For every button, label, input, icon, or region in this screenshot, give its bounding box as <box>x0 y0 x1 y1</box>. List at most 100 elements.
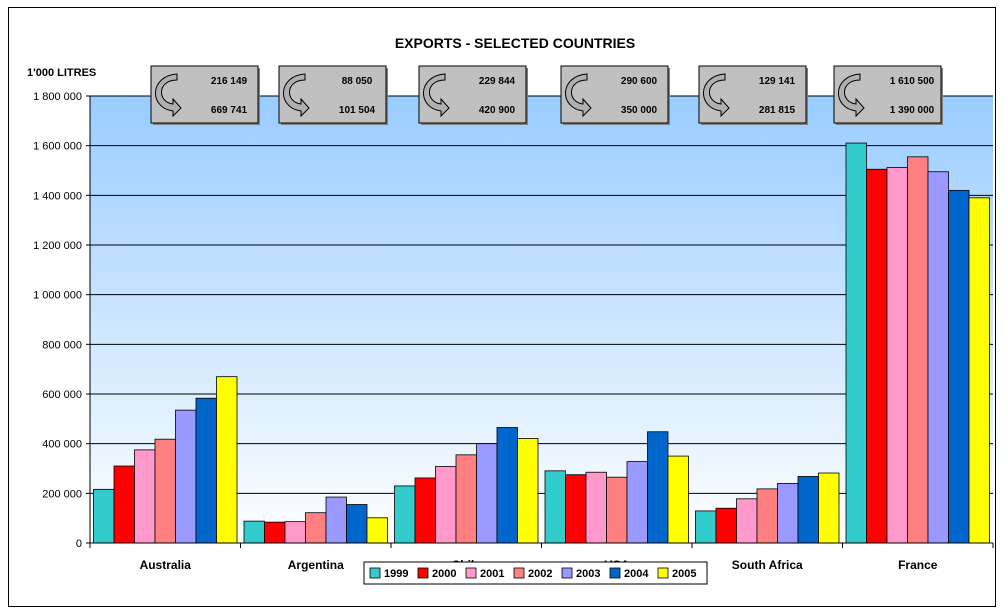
bar-argentina-2003 <box>325 496 347 544</box>
legend-label-2001: 2001 <box>480 568 504 580</box>
annotation-box-usa: 290 600 350 000 <box>560 65 670 125</box>
legend-swatch-2005 <box>657 567 669 579</box>
bar-australia-1999 <box>93 488 115 544</box>
y-tick-label: 1 000 000 <box>33 290 82 302</box>
bar-france-2001 <box>886 167 908 544</box>
curved-arrow-icon <box>838 73 865 118</box>
x-category-label: Argentina <box>288 558 344 572</box>
y-tick-label: 200 000 <box>42 488 82 500</box>
bar-chile-2003 <box>476 443 498 544</box>
bar-australia-2002 <box>154 438 176 544</box>
bar-argentina-2001 <box>284 521 306 544</box>
annotation-to-value: 350 000 <box>621 105 658 116</box>
bar-south-africa-2001 <box>736 498 758 544</box>
legend-swatch-2004 <box>609 567 621 579</box>
bar-australia-2003 <box>175 409 197 544</box>
bar-argentina-1999 <box>243 520 265 544</box>
bar-argentina-2000 <box>264 521 286 544</box>
bar-chile-2005 <box>517 438 539 544</box>
annotation-box-south-africa: 129 141 281 815 <box>698 65 808 125</box>
bar-south-africa-2005 <box>818 472 840 544</box>
bar-usa-2000 <box>565 474 587 544</box>
bar-usa-1999 <box>544 470 566 544</box>
y-tick-label: 1 400 000 <box>33 190 82 202</box>
bar-france-2000 <box>866 168 888 544</box>
bar-france-1999 <box>845 142 867 544</box>
legend-box <box>363 561 708 585</box>
legend-swatch-1999 <box>369 567 381 579</box>
bar-usa-2003 <box>626 461 648 544</box>
legend-swatch-2000 <box>417 567 429 579</box>
bar-usa-2001 <box>585 471 607 544</box>
y-axis-label: 1'000 LITRES <box>27 67 96 79</box>
bar-chile-1999 <box>394 485 416 544</box>
y-tick-label: 1 200 000 <box>33 240 82 252</box>
annotation-from-value: 129 141 <box>759 76 796 87</box>
legend-swatch-2003 <box>561 567 573 579</box>
bar-australia-2001 <box>134 449 156 544</box>
bar-argentina-2002 <box>305 512 327 544</box>
chart-title: EXPORTS - SELECTED COUNTRIES <box>395 35 635 51</box>
curved-arrow-icon <box>155 73 182 118</box>
legend-label-2000: 2000 <box>432 568 456 580</box>
y-tick-labels: 0 200 000 400 000 600 000 800 000 1 000 000 1 … <box>33 91 82 550</box>
annotation-to-value: 1 390 000 <box>890 105 935 116</box>
bar-south-africa-2002 <box>756 488 778 544</box>
x-category-label: Australia <box>140 558 192 572</box>
y-tick-label: 600 000 <box>42 389 82 401</box>
bar-argentina-2005 <box>366 517 388 544</box>
bar-south-africa-1999 <box>695 510 717 544</box>
y-tick-label: 400 000 <box>42 439 82 451</box>
bar-south-africa-2000 <box>715 507 737 544</box>
bar-usa-2004 <box>647 431 669 544</box>
bar-chile-2002 <box>455 454 477 544</box>
x-category-label: France <box>898 558 938 572</box>
legend-label-2004: 2004 <box>624 568 649 580</box>
bar-australia-2005 <box>216 376 238 544</box>
legend-label-2005: 2005 <box>672 568 696 580</box>
bar-france-2004 <box>948 189 970 544</box>
bar-chile-2000 <box>414 477 436 544</box>
x-category-label: South Africa <box>732 558 803 572</box>
annotation-to-value: 281 815 <box>759 105 796 116</box>
bar-south-africa-2003 <box>777 482 799 544</box>
plot-area-background <box>90 96 993 543</box>
bar-australia-2004 <box>195 397 217 544</box>
y-tick-label: 1 600 000 <box>33 141 82 153</box>
bar-argentina-2004 <box>346 504 368 544</box>
curved-arrow-icon <box>283 73 310 118</box>
y-tick-label: 1 800 000 <box>33 91 82 103</box>
bar-usa-2002 <box>606 476 628 544</box>
bar-france-2003 <box>927 171 949 544</box>
curved-arrow-icon <box>423 73 450 118</box>
exports-bar-chart: 0 200 000 400 000 600 000 800 000 1 000 000 1 … <box>27 35 994 585</box>
y-tick-label: 800 000 <box>42 339 82 351</box>
bar-australia-2000 <box>113 465 135 544</box>
bar-france-2005 <box>968 197 990 544</box>
annotation-box-argentina: 88 050 101 504 <box>278 65 388 125</box>
chart-frame: 0 200 000 400 000 600 000 800 000 1 000 000 1 … <box>8 7 996 607</box>
bar-usa-2005 <box>667 455 689 544</box>
annotation-from-value: 216 149 <box>211 76 248 87</box>
curved-arrow-icon <box>703 73 730 118</box>
legend-swatch-2002 <box>513 567 525 579</box>
legend-label-2002: 2002 <box>528 568 552 580</box>
annotation-to-value: 101 504 <box>339 105 376 116</box>
annotation-from-value: 290 600 <box>621 76 658 87</box>
axes <box>86 95 994 548</box>
annotation-from-value: 1 610 500 <box>890 76 935 87</box>
y-tick-label: 0 <box>76 538 82 550</box>
legend-swatch-2001 <box>465 567 477 579</box>
annotation-from-value: 229 844 <box>479 76 516 87</box>
annotation-box-france: 1 610 500 1 390 000 <box>833 65 943 125</box>
curved-arrow-icon <box>565 73 592 118</box>
annotation-from-value: 88 050 <box>342 76 373 87</box>
bar-chile-2004 <box>496 427 518 544</box>
legend-label-2003: 2003 <box>576 568 600 580</box>
bar-chile-2001 <box>435 466 457 544</box>
bar-south-africa-2004 <box>797 476 819 544</box>
